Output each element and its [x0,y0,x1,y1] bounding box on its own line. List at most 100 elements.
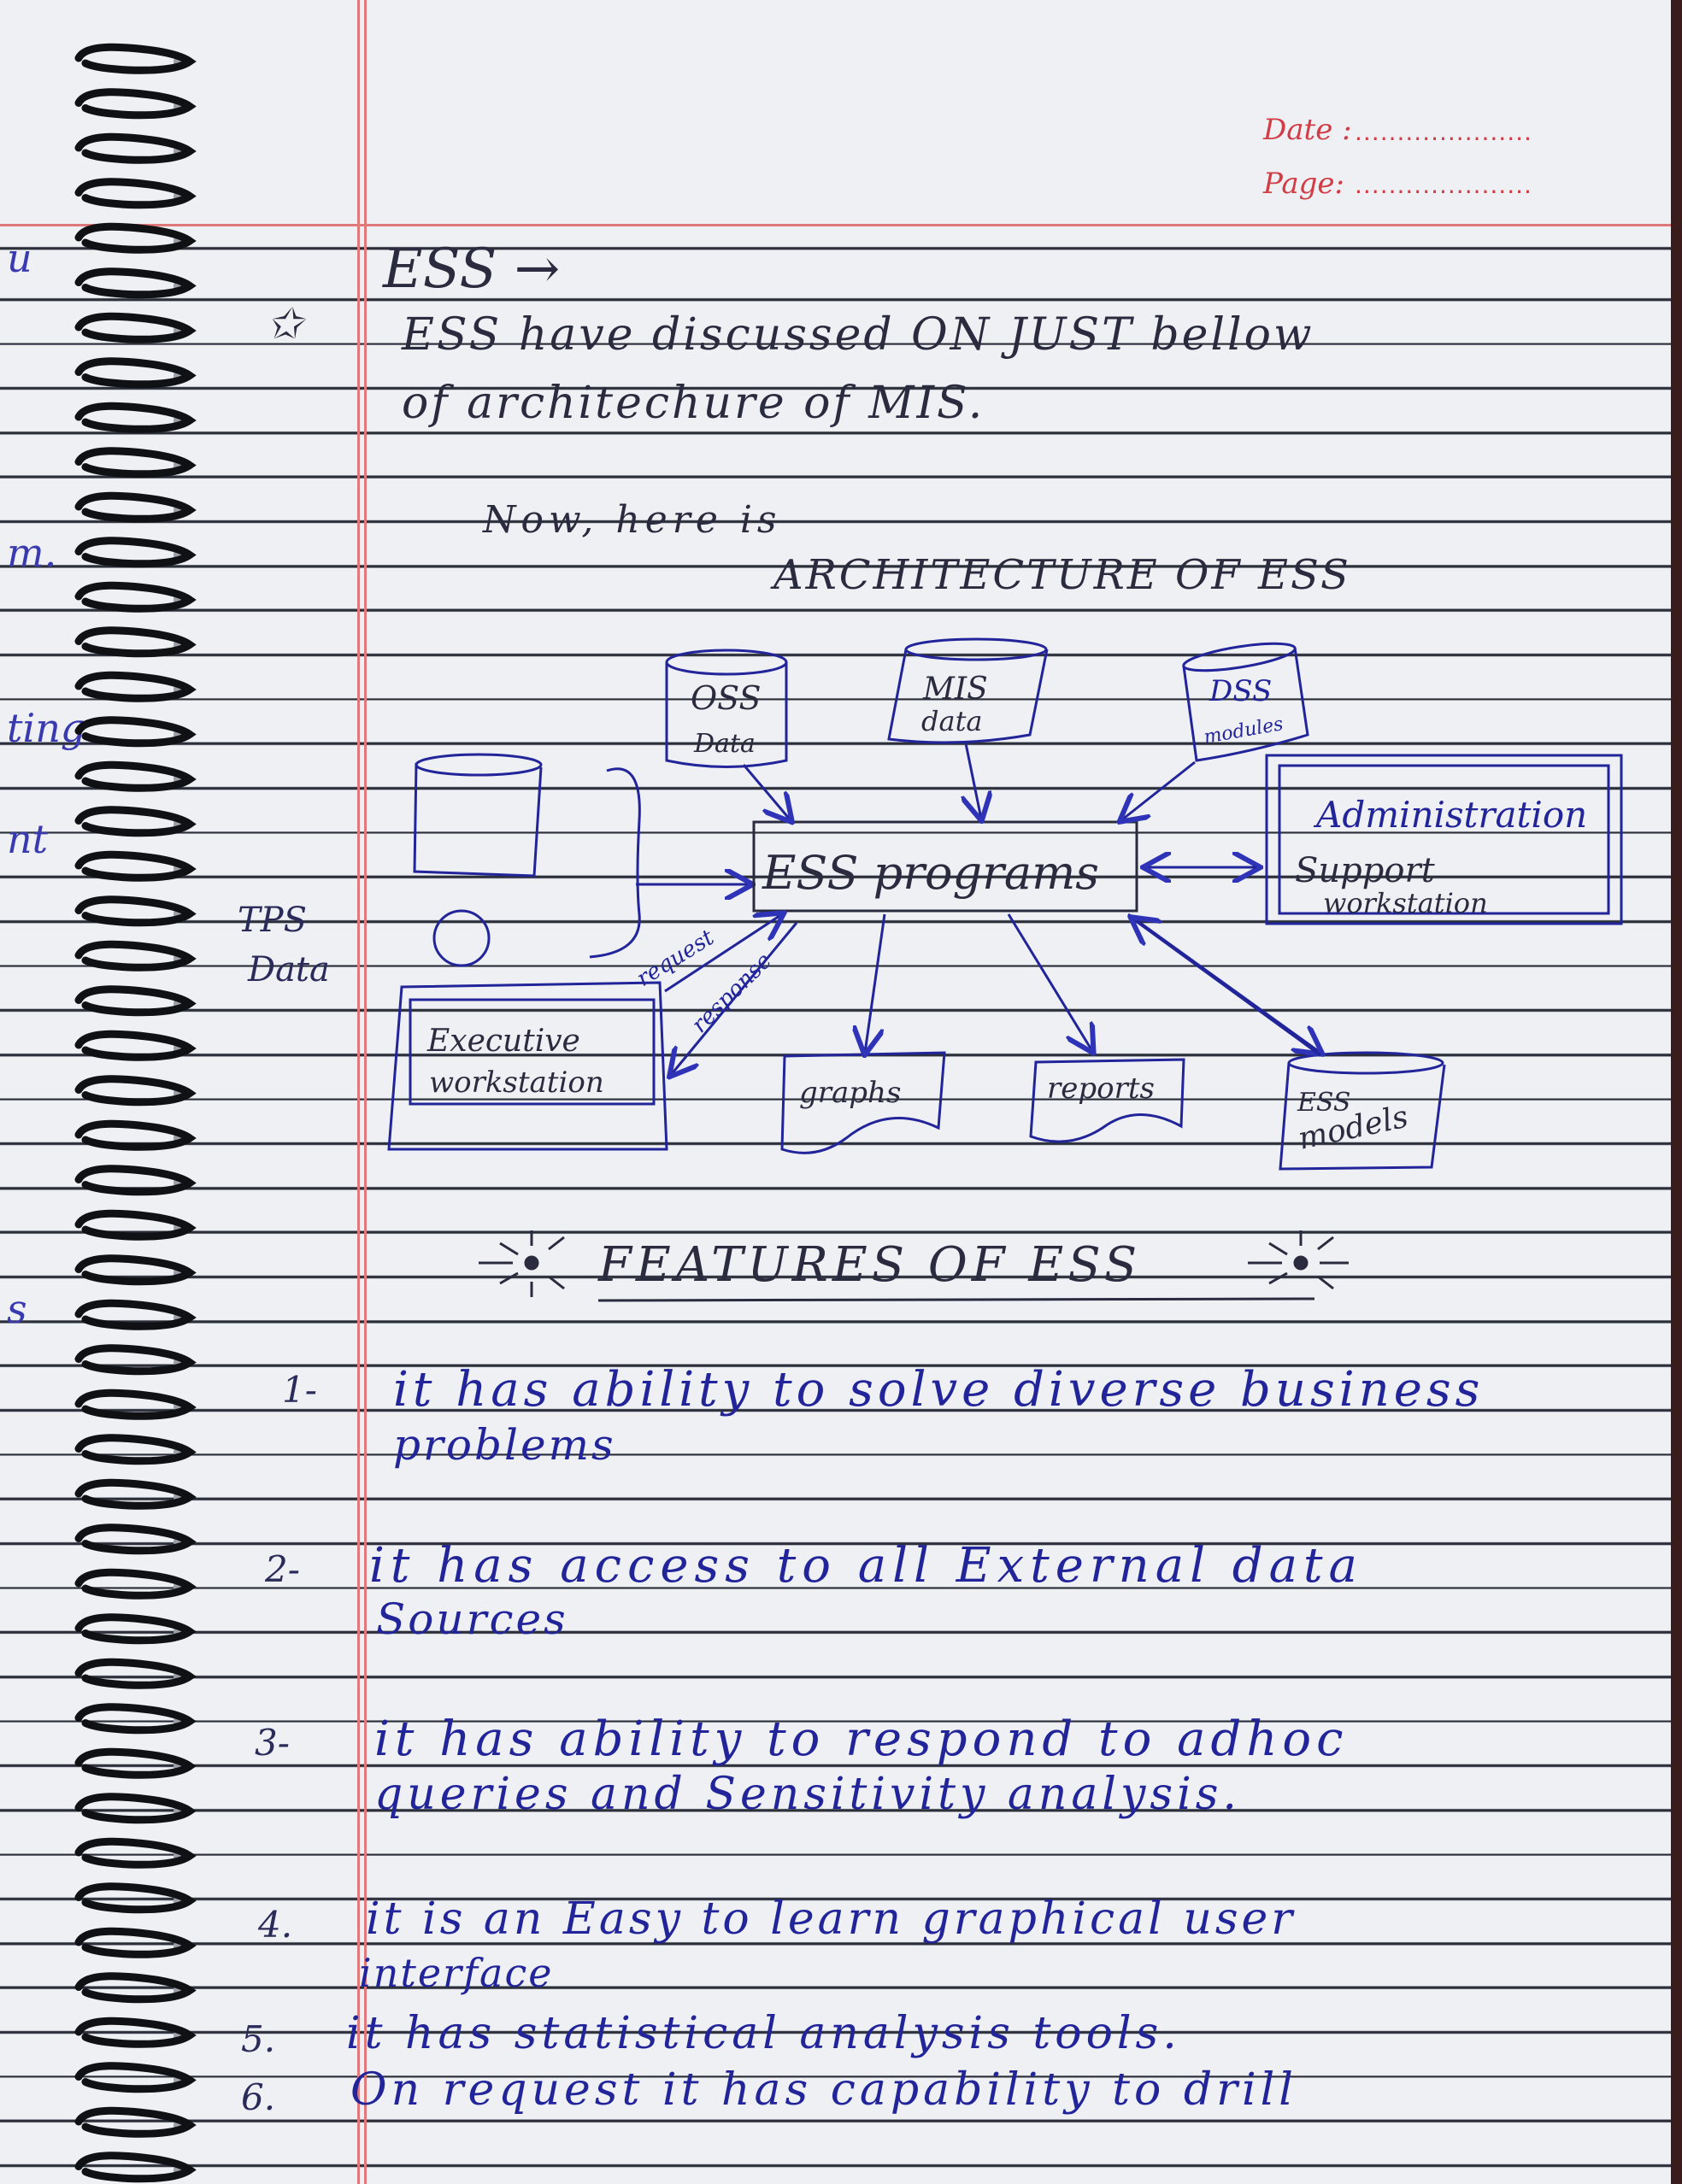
graphs-label: graphs [799,1076,901,1110]
spiral-coil [74,1434,197,1465]
reports-document [1029,1058,1185,1143]
dss-label: DSS [1209,674,1272,708]
admin-label-1: Administration [1313,794,1587,836]
feature-3-number: 3- [255,1722,290,1764]
spiral-coil [74,1568,197,1600]
intro-line-2: of architechure of MIS. [402,378,985,429]
page-header-area [0,0,1671,231]
tps-circle [432,909,491,967]
feature-2-line-1: it has access to all External data [369,1538,1363,1594]
spiral-coil [74,985,197,1017]
arrow-request [664,914,782,993]
oss-label: OSS [691,679,762,717]
spiral-coil [74,132,197,164]
tps-label-2: Data [247,950,330,989]
arrow-mis-to-programs [966,743,981,819]
tps-brace [589,767,641,959]
spiral-coil [74,178,197,209]
spiral-coil [74,1299,197,1330]
tps-data-store [413,753,543,878]
spiral-coil [74,1927,197,1958]
dss-sub-label: modules [1203,713,1285,749]
feature-4-line-1: it is an Easy to learn graphical user [366,1893,1297,1945]
admin-label-2: Support [1295,851,1436,890]
admin-support-box [1265,754,1623,925]
spiral-coil [74,2152,197,2183]
spiral-coil [74,1613,197,1645]
spiral-coil [74,491,197,523]
mis-sub-label: data [921,705,983,737]
spiral-coil [74,447,197,478]
spiral-coil [74,267,197,299]
edge-fragment: s [7,1286,27,1332]
mis-label: MIS [922,672,988,707]
spiral-coil [74,1703,197,1735]
spiral-coil [74,88,197,120]
feature-5-line-1: it has statistical analysis tools. [346,2008,1181,2059]
spiral-coil [74,581,197,613]
dss-modules-store [1182,642,1309,762]
spiral-coil [74,1075,197,1107]
spiral-coil [74,1972,197,2004]
edge-fragment: ting [7,705,86,751]
spiral-coil [74,1882,197,1914]
spiral-coil [74,895,197,927]
margin-line-left [357,0,360,2184]
graphs-document [780,1051,946,1154]
spiral-coil [74,2062,197,2093]
header-rule [0,224,1671,226]
spiral-coil [74,2017,197,2048]
spiral-coil [74,1658,197,1689]
spiral-coil [74,357,197,389]
ess-programs-box [752,820,1138,913]
spiral-coil [74,806,197,837]
sparkle-icon [479,1230,565,1297]
edge-fragment: u [7,235,32,281]
spiral-coil [74,940,197,972]
models-label-1: ESS [1297,1088,1350,1118]
arrow-models-to-programs [1132,919,1321,1057]
intro-line-1: ESS have discussed ON JUST bellow [402,309,1314,361]
spiral-coil [74,1524,197,1555]
page-dots: ..................... [1355,171,1532,199]
feature-3-line-2: queries and Sensitivity analysis. [374,1769,1241,1820]
spiral-coil [74,1793,197,1824]
request-label: request [632,925,719,992]
feature-6-number: 6. [241,2076,276,2118]
feature-2-line-2: Sources [376,1594,568,1644]
spiral-coil [74,222,197,254]
spiral-coil [74,850,197,882]
ess-models-store [1279,1051,1446,1171]
executive-workstation-box [387,981,668,1151]
tps-label-1: TPS [238,901,307,940]
date-dots: ..................... [1355,118,1532,146]
star-icon: ✩ [267,299,303,349]
date-label: Date : [1263,113,1352,147]
spiral-coil [74,626,197,658]
architecture-heading: ARCHITECTURE OF ESS [773,551,1351,599]
feature-3-line-1: it has ability to respond to adhoc [374,1711,1349,1767]
arrow-response [671,922,798,1075]
reports-label: reports [1047,1071,1155,1106]
spiral-coil [74,312,197,343]
feature-1-line-1: it has ability to solve diverse business [393,1362,1485,1418]
spiral-coil [74,1388,197,1420]
feature-6-line-1: On request it has capability to drill [350,2064,1297,2116]
spiral-coil [74,1747,197,1779]
arrow-to-graphs [865,913,886,1053]
margin-line-right [364,0,367,2184]
spiral-coil [74,716,197,748]
programs-label: ESS programs [762,846,1099,900]
exec-label-1: Executive [426,1024,580,1059]
feature-4-line-2: interface [359,1950,554,1996]
features-heading: FEATURES OF ESS [598,1237,1142,1293]
edge-fragment: nt [7,816,49,862]
admin-label-3: workstation [1323,887,1488,919]
spiral-coil [74,760,197,792]
features-underline [597,1297,1315,1302]
now-line: Now, here is [483,498,782,542]
spiral-coil [74,2106,197,2138]
spiral-coil [74,1119,197,1151]
edge-fragment: m. [7,530,57,576]
